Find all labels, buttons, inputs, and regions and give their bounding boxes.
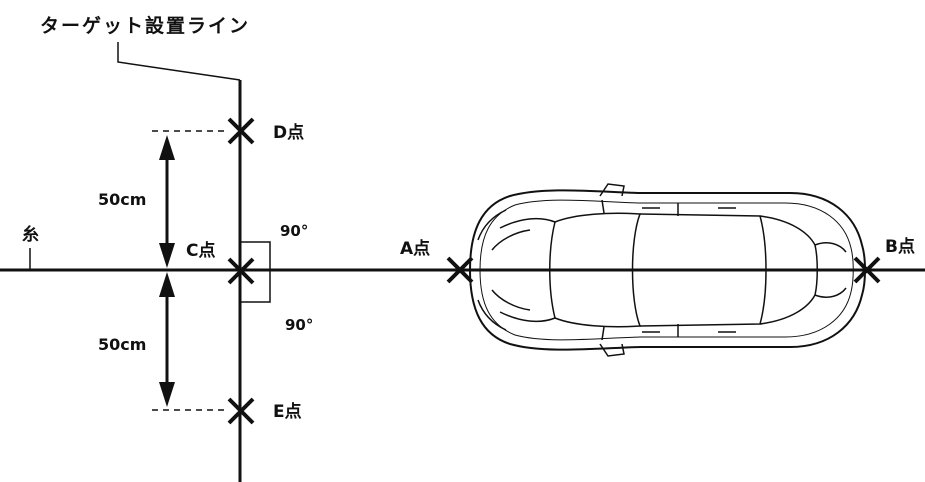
- upper-distance-arrow: [159, 135, 175, 268]
- point-d-label: D点: [273, 122, 304, 143]
- point-a-marker: [446, 256, 474, 284]
- lower-distance-arrow: [159, 272, 175, 407]
- point-c-label: C点: [186, 240, 215, 261]
- point-a-label: A点: [400, 238, 430, 259]
- point-d-marker: [227, 117, 255, 145]
- point-b-label: B点: [885, 236, 915, 257]
- angle-upper-label: 90°: [280, 222, 308, 240]
- point-b-marker: [853, 256, 881, 284]
- point-e-marker: [227, 397, 255, 425]
- title-leader-line: [117, 42, 241, 81]
- lower-distance-label: 50cm: [98, 335, 146, 354]
- car-top-view: [468, 183, 866, 357]
- upper-distance-label: 50cm: [98, 190, 146, 209]
- thread-label: 糸: [22, 224, 39, 245]
- angle-lower-label: 90°: [285, 316, 313, 334]
- point-c-marker: [227, 257, 255, 285]
- target-line-title: ターゲット設置ライン: [40, 14, 250, 37]
- point-e-label: E点: [273, 401, 302, 422]
